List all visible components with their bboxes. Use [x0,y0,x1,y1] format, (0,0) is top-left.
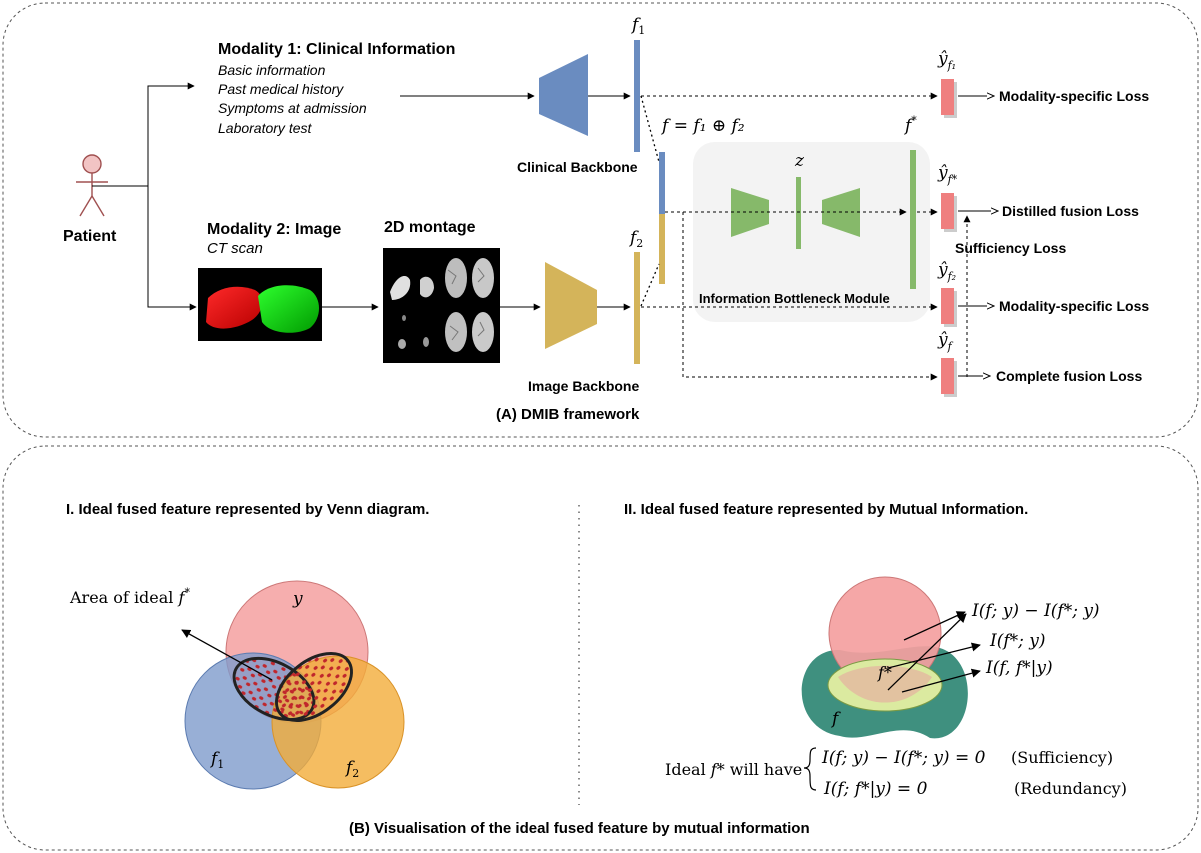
output-head [941,288,957,327]
ct-scan-image [198,268,322,341]
patient-label: Patient [63,228,117,245]
panel-b-border [2,445,1199,851]
ideal-eq-redundancy-tag: (Redundancy) [1014,779,1127,798]
mi-f-label: f [830,709,841,729]
pred-label: ŷf* [937,163,958,186]
ib-module-box [693,142,930,322]
clinical-backbone-shape [539,54,588,136]
concat-line-f2 [640,263,660,307]
loss-label: Distilled fusion Loss [1002,203,1139,219]
mi-fstar-label: f* [877,663,892,682]
pred-label: ŷf [937,330,954,353]
loss-label: Modality-specific Loss [999,88,1149,104]
mi-label-sufficiency-gap: I(f; y) − I(f*; y) [971,601,1100,621]
mi-label-fstar-y: I(f*; y) [989,631,1046,651]
fstar-label: f* [903,114,917,136]
fusion-equation: f = f₁ ⊕ f₂ [660,116,745,136]
output-head [941,193,957,232]
venn-diagram [181,580,405,790]
f2-feature-bar [634,252,640,364]
venn-y-label: y [292,589,303,609]
z-label: z [794,151,805,171]
mi-title: II. Ideal fused feature represented by M… [624,501,1028,518]
ib-module-label: Information Bottleneck Module [699,291,890,306]
loss-label: Modality-specific Loss [999,298,1149,314]
ct-montage-image [383,248,500,363]
modality2-title: Modality 2: Image [207,221,341,238]
panel-b-caption: (B) Visualisation of the ideal fused fea… [349,820,810,837]
image-backbone-label: Image Backbone [528,378,639,394]
fused-f-bar-image [659,214,665,284]
f1-feature-bar [634,40,640,152]
venn-f2-label: f2 [344,758,359,780]
pred-label: ŷf₂ [937,260,956,283]
ideal-eq-sufficiency-tag: (Sufficiency) [1011,748,1113,767]
ideal-eq-redundancy: I(f; f*|y) = 0 [823,779,928,799]
venn-title: I. Ideal fused feature represented by Ve… [66,501,429,518]
f2-label: f2 [628,228,643,250]
sufficiency-loss-label: Sufficiency Loss [955,240,1066,256]
ideal-eq-sufficiency: I(f; y) − I(f*; y) = 0 [821,748,986,768]
output-head [941,358,957,397]
venn-ideal-region-right [275,652,353,722]
mi-diagram [801,576,981,739]
z-bar [796,177,801,249]
loss-label: Complete fusion Loss [996,368,1142,384]
venn-f1-label: f1 [209,749,224,771]
f1-label: f1 [630,15,645,37]
modality1-item: Basic information [218,62,326,78]
modality1-title: Modality 1: Clinical Information [218,41,455,58]
montage-label: 2D montage [384,219,476,236]
modality1-item: Past medical history [218,81,344,97]
modality1-item: Laboratory test [218,120,312,136]
loss-arrows [958,96,998,376]
venn-ideal-arrow [181,629,273,681]
output-head-fstar [941,79,957,118]
mi-overlap [838,665,932,703]
panel-a-border [2,2,1199,438]
pred-label: ŷf₁ [937,49,956,72]
modality2-subtitle: CT scan [207,240,263,257]
modality1-item: Symptoms at admission [218,100,367,116]
patient-icon [76,154,108,217]
fstar-bar [910,150,916,289]
mi-label-redundancy: I(f, f*|y) [985,658,1053,678]
image-backbone-shape [545,262,597,349]
dashed-flows [641,92,971,381]
venn-area-label: Area of ideal f* [69,586,190,607]
clinical-backbone-label: Clinical Backbone [517,159,638,175]
concat-line-f1 [640,95,660,163]
ideal-brace [803,747,817,791]
ideal-statement: Ideal f* will have [665,760,802,779]
panel-a-caption: (A) DMIB framework [496,406,640,423]
fused-f-bar-clinical [659,152,665,214]
patient-branches [92,82,197,311]
